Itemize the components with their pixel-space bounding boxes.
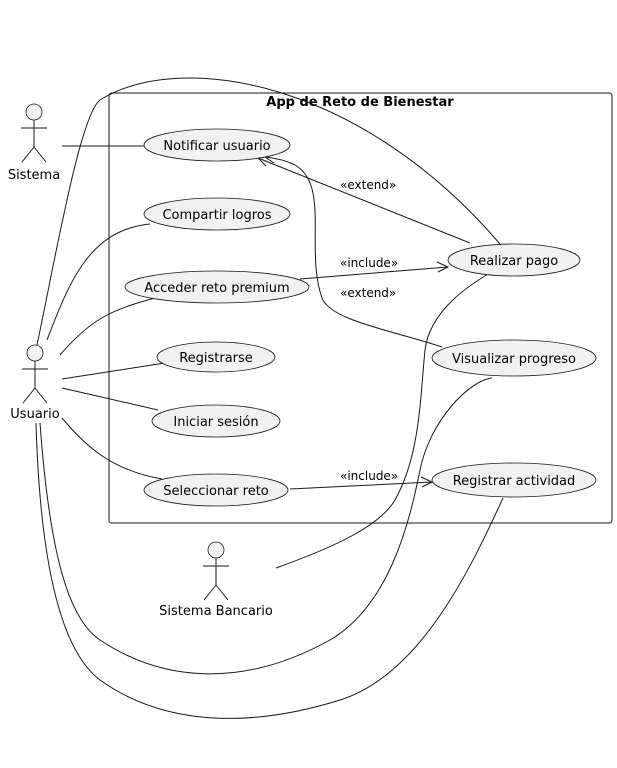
assoc-banco-pago xyxy=(275,273,489,569)
extend-pago-notificar xyxy=(257,157,471,244)
use-case-actividad: Registrar actividad xyxy=(431,462,597,498)
assoc-usuario-registrarse xyxy=(61,362,166,380)
use-case-compartir-label: Compartir logros xyxy=(162,208,271,223)
assoc-usuario-premium xyxy=(59,297,156,356)
stick-figure-icon xyxy=(203,541,229,601)
assoc-usuario-iniciar xyxy=(61,387,159,411)
assoc-usuario-seleccionar xyxy=(61,417,163,480)
include-seleccionar-label: «include» xyxy=(340,469,398,483)
extend-progreso-label: «extend» xyxy=(340,286,396,300)
use-cases: Notificar usuario Compartir logros Acced… xyxy=(124,128,597,507)
extend-progreso-notificar xyxy=(264,156,443,348)
include-seleccionar-arrowhead xyxy=(420,476,434,488)
use-case-progreso-label: Visualizar progreso xyxy=(452,352,576,367)
use-case-registrarse-label: Registrarse xyxy=(179,351,253,366)
assoc-usuario-progreso xyxy=(39,377,493,675)
extend-pago-label: «extend» xyxy=(340,178,396,192)
use-case-seleccionar: Seleccionar reto xyxy=(143,473,289,507)
use-case-iniciar-label: Iniciar sesión xyxy=(173,415,258,430)
assoc-usuario-compartir xyxy=(46,223,151,341)
stick-figure-icon xyxy=(22,344,48,404)
use-case-seleccionar-label: Seleccionar reto xyxy=(163,484,269,499)
stick-figure-icon xyxy=(21,103,47,163)
actor-sistema-bancario: Sistema Bancario xyxy=(159,541,273,619)
include-premium-label: «include» xyxy=(340,256,398,270)
use-case-notificar: Notificar usuario xyxy=(143,128,291,162)
use-case-pago-label: Realizar pago xyxy=(470,254,558,269)
include-premium-arrowhead xyxy=(436,261,450,273)
use-case-premium: Acceder reto premium xyxy=(124,270,310,304)
use-case-actividad-label: Registrar actividad xyxy=(453,474,576,489)
association-lines xyxy=(35,77,504,719)
use-case-premium-label: Acceder reto premium xyxy=(144,281,289,296)
use-case-compartir: Compartir logros xyxy=(143,197,291,231)
include-premium-pago xyxy=(299,266,449,280)
use-case-registrarse: Registrarse xyxy=(156,341,276,373)
use-case-progreso: Visualizar progreso xyxy=(431,339,597,377)
use-case-pago: Realizar pago xyxy=(447,243,581,277)
assoc-usuario-actividad xyxy=(35,422,504,719)
use-case-notificar-label: Notificar usuario xyxy=(163,139,270,154)
include-seleccionar-actividad xyxy=(289,481,433,490)
actor-usuario-label: Usuario xyxy=(10,407,59,422)
system-title: App de Reto de Bienestar xyxy=(266,95,454,110)
actor-sistema-bancario-label: Sistema Bancario xyxy=(159,604,273,619)
actor-usuario: Usuario xyxy=(10,344,60,422)
actor-sistema-label: Sistema xyxy=(8,168,60,183)
use-case-iniciar: Iniciar sesión xyxy=(151,404,281,438)
relation-labels: «extend» «include» «extend» «include» xyxy=(340,178,398,483)
actor-sistema: Sistema xyxy=(8,103,60,183)
assoc-usuario-pago xyxy=(36,77,501,346)
